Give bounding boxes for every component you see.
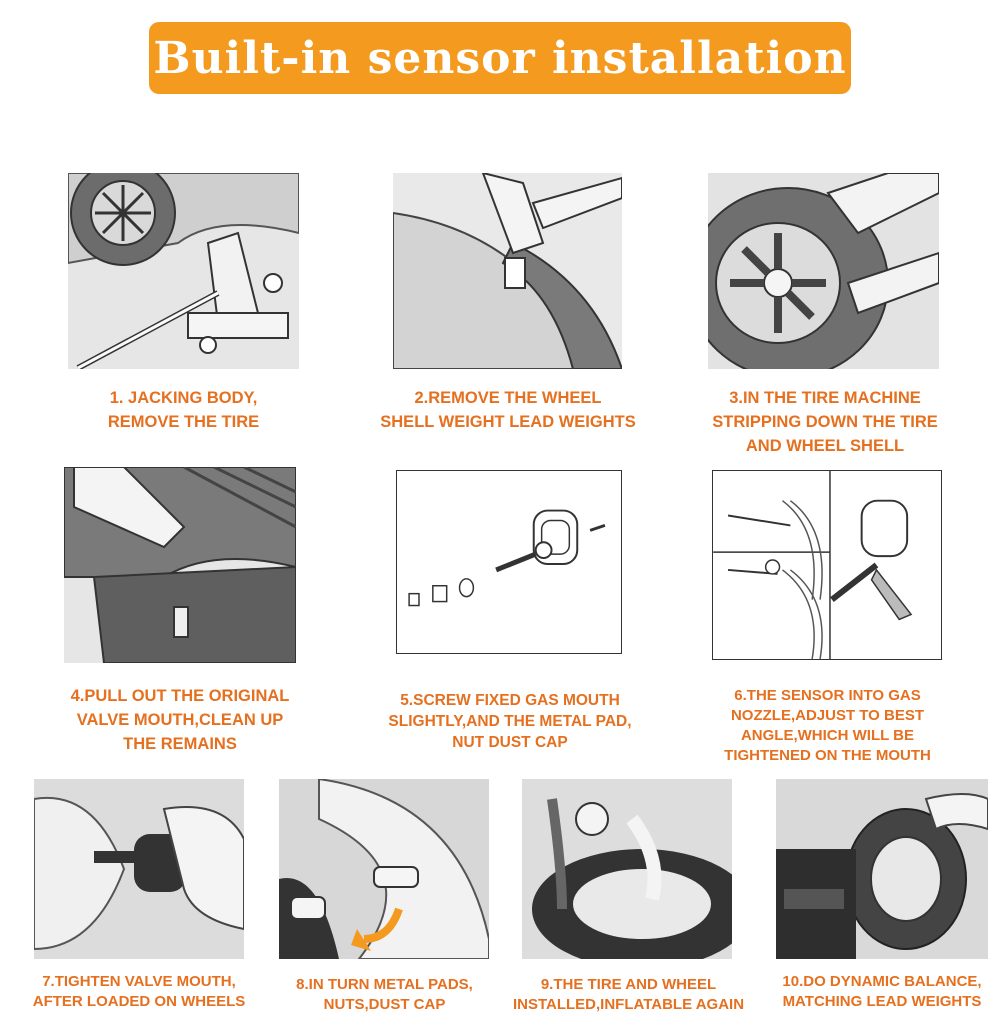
step-5-caption: 5.SCREW FIXED GAS MOUTH SLIGHTLY,AND THE… — [388, 692, 632, 751]
floor-jack-illustration — [68, 173, 299, 369]
lead-weight-removal-illustration — [393, 173, 622, 369]
step-2-illustration — [393, 173, 622, 369]
step-8-caption: 8.IN TURN METAL PADS, NUTS,DUST CAP — [296, 976, 473, 1013]
tire-inflation-illustration — [522, 779, 732, 959]
step-7-caption: 7.TIGHTEN VALVE MOUTH, AFTER LOADED ON W… — [32, 973, 246, 1010]
valve-removal-illustration — [64, 467, 296, 663]
step-2-caption: 2.REMOVE THE WHEEL SHELL WEIGHT LEAD WEI… — [380, 389, 636, 431]
tire-machine-illustration — [708, 173, 939, 369]
step-7-illustration — [34, 779, 244, 959]
step-4-caption: 4.PULL OUT THE ORIGINAL VALVE MOUTH,CLEA… — [70, 687, 290, 753]
balancing-machine-illustration — [776, 779, 988, 959]
step-3-illustration — [708, 173, 939, 369]
step-6-caption: 6.THE SENSOR INTO GAS NOZZLE,ADJUST TO B… — [724, 687, 931, 764]
step-9-caption: 9.THE TIRE AND WHEEL INSTALLED,INFLATABL… — [512, 976, 745, 1013]
step-8-illustration — [279, 779, 489, 959]
title-banner: Built-in sensor installation — [149, 22, 851, 94]
tighten-valve-illustration — [34, 779, 244, 959]
step-6-illustration — [712, 470, 942, 660]
step-9-illustration — [522, 779, 732, 959]
step-1-illustration — [68, 173, 299, 369]
step-5-illustration — [396, 470, 622, 654]
page-title: Built-in sensor installation — [153, 32, 847, 84]
step-10-illustration — [776, 779, 988, 959]
sensor-parts-diagram — [408, 509, 606, 607]
step-10-caption: 10.DO DYNAMIC BALANCE, MATCHING LEAD WEI… — [782, 973, 982, 1010]
step-1-caption: 1. JACKING BODY, REMOVE THE TIRE — [107, 389, 260, 431]
nut-dust-cap-illustration — [279, 779, 489, 959]
step-3-caption: 3.IN THE TIRE MACHINE STRIPPING DOWN THE… — [712, 389, 938, 455]
sensor-angle-diagram — [713, 471, 913, 659]
step-4-illustration — [64, 467, 296, 663]
